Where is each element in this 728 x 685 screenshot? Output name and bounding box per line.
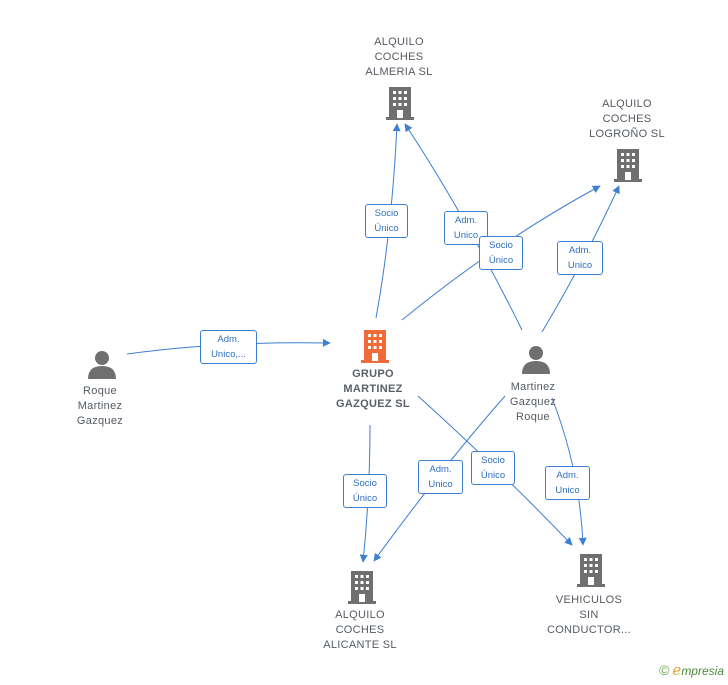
edge-label-martinez-vehiculos[interactable]: Adm. Unico — [545, 466, 590, 500]
edge-label-grupo-logrono[interactable]: Socio Único — [479, 236, 523, 270]
node-label-martinez[interactable]: Martinez Gazquez Roque — [509, 381, 557, 423]
edge-label-grupo-alicante[interactable]: Socio Único — [343, 474, 387, 508]
building-icon — [348, 571, 376, 604]
node-label-grupo[interactable]: GRUPO MARTINEZ GAZQUEZ SL — [336, 368, 410, 410]
building-icon — [614, 149, 642, 182]
edge-label-grupo-almeria[interactable]: Socio Único — [365, 204, 408, 238]
edge-label-martinez-alicante[interactable]: Adm. Unico — [418, 460, 463, 494]
edge-label-martinez-logrono[interactable]: Adm. Unico — [557, 241, 603, 275]
node-label-logrono[interactable]: ALQUILO COCHES LOGROÑO SL — [589, 98, 665, 140]
building-icon — [386, 87, 414, 120]
main-company-building-icon — [361, 330, 389, 363]
person-icon — [88, 351, 116, 379]
node-label-roque[interactable]: Roque Martinez Gazquez — [76, 385, 124, 427]
building-icon — [577, 554, 605, 587]
edge-label-roque-grupo[interactable]: Adm. Unico,... — [200, 330, 257, 364]
node-label-almeria[interactable]: ALQUILO COCHES ALMERIA SL — [365, 36, 433, 78]
copyright-symbol: © — [659, 662, 670, 678]
edge-label-grupo-vehiculos[interactable]: Socio Único — [471, 451, 515, 485]
brand-logo-initial: e — [672, 661, 682, 679]
node-label-alicante[interactable]: ALQUILO COCHES ALICANTE SL — [323, 609, 397, 651]
node-label-vehiculos[interactable]: VEHICULOS SIN CONDUCTOR... — [546, 594, 632, 636]
person-icon — [522, 346, 550, 374]
brand-footer: ©empresia — [659, 661, 724, 679]
brand-logo-text: mpresia — [681, 664, 724, 678]
